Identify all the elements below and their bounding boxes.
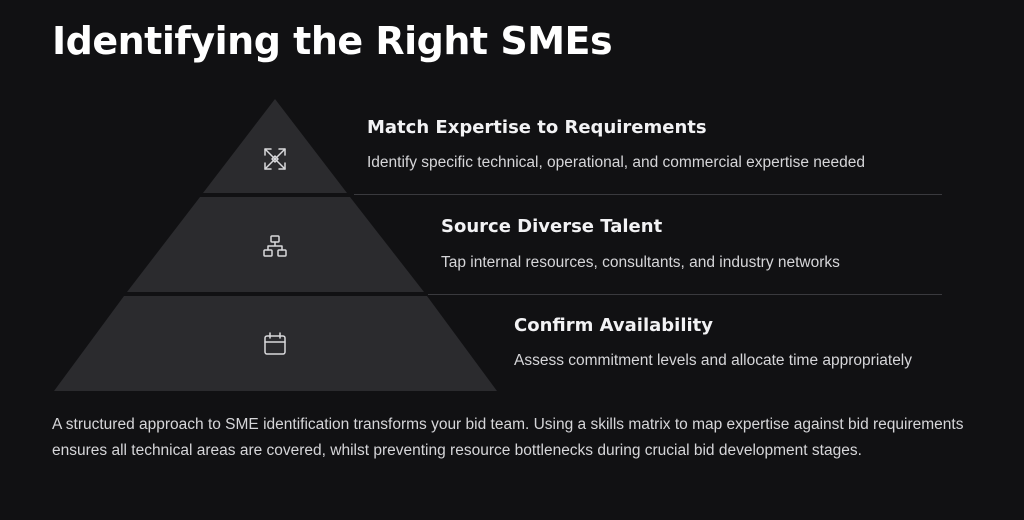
tier-2-description: Tap internal resources, consultants, and… [441, 254, 840, 271]
tier-2-heading: Source Diverse Talent [441, 216, 663, 237]
summary-paragraph: A structured approach to SME identificat… [52, 416, 964, 459]
network-icon [262, 233, 288, 259]
tier-3-description: Assess commitment levels and allocate ti… [514, 352, 913, 369]
page-title: Identifying the Right SMEs [52, 19, 613, 63]
pyramid-diagram [54, 99, 497, 391]
expand-arrows-icon [262, 146, 288, 172]
pyramid-tier-1 [203, 99, 347, 193]
tier-2-divider [428, 294, 942, 295]
tier-1-heading: Match Expertise to Requirements [367, 117, 707, 138]
tier-3-heading: Confirm Availability [514, 315, 714, 336]
tier-1-divider [354, 194, 942, 195]
calendar-icon [262, 331, 288, 357]
tier-1-description: Identify specific technical, operational… [367, 154, 865, 171]
pyramid-tier-3 [54, 296, 497, 391]
